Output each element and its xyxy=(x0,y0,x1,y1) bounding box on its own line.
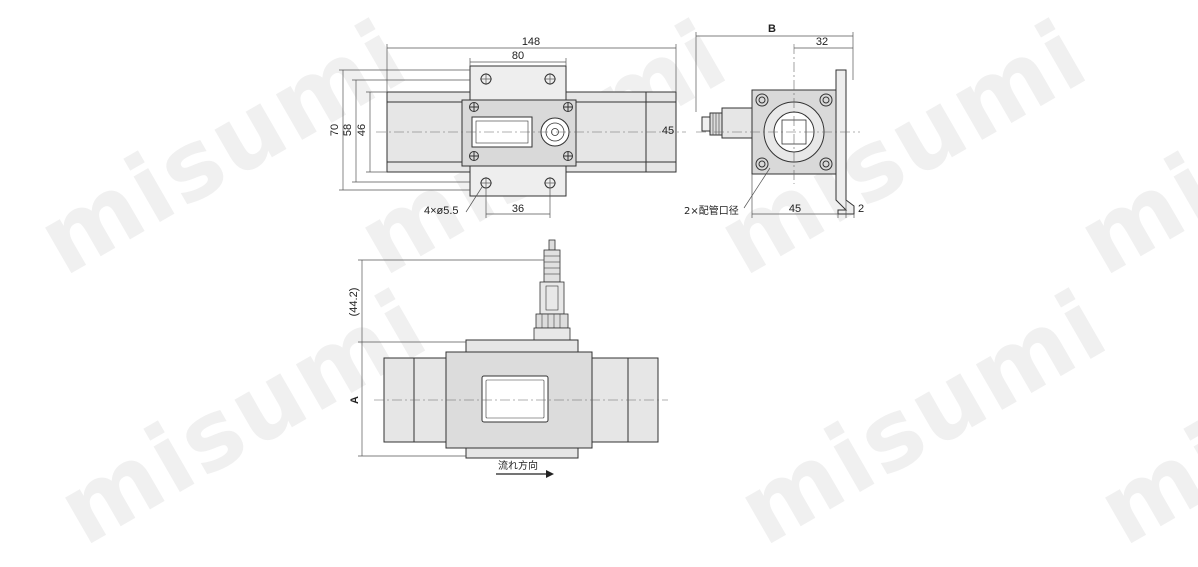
bracket xyxy=(835,69,855,215)
cable-plug xyxy=(543,249,561,283)
dim-32-label: 32 xyxy=(816,36,828,48)
leader-line xyxy=(465,186,483,213)
connector-nut xyxy=(535,313,569,329)
dim-58-label: 58 xyxy=(342,124,354,136)
hole-note: 4×ø5.5 xyxy=(424,205,459,217)
side-connector-tip xyxy=(701,116,711,132)
bottom-boss xyxy=(465,447,579,459)
front-view: (44.2) A 流れ方向 xyxy=(348,239,668,478)
cable-tip xyxy=(548,239,556,251)
dim-80-label: 80 xyxy=(512,50,524,62)
side-connector xyxy=(721,107,753,139)
technical-drawing: 148 80 70 58 46 45 36 4×ø5.5 xyxy=(329,23,864,478)
dim-46-label: 46 xyxy=(356,124,368,136)
dim-44-2-label: (44.2) xyxy=(348,288,360,317)
screw-icons xyxy=(469,102,573,161)
connector-base xyxy=(533,327,571,341)
display-window xyxy=(481,375,549,423)
mounting-hole-icons xyxy=(480,73,556,189)
dim-70-label: 70 xyxy=(329,124,341,136)
side-view: B 32 45 2 2×配管口径 xyxy=(684,23,864,218)
top-view: 148 80 70 58 46 45 36 4×ø5.5 xyxy=(329,36,686,218)
connector-body xyxy=(539,281,565,315)
dim-36-label: 36 xyxy=(512,203,524,215)
bolt-icons xyxy=(755,93,833,171)
flow-arrowhead-icon xyxy=(546,470,554,478)
dim-B-label: B xyxy=(768,23,776,35)
dim-2-label: 2 xyxy=(858,203,864,215)
port-note: 2×配管口径 xyxy=(684,204,739,217)
dim-148-label: 148 xyxy=(522,36,540,48)
dim-45-label: 45 xyxy=(789,203,801,215)
dim-45-label: 45 xyxy=(662,125,674,137)
leader-line xyxy=(743,167,771,209)
dim-A-label: A xyxy=(349,396,361,404)
flow-direction-label: 流れ方向 xyxy=(498,459,538,472)
